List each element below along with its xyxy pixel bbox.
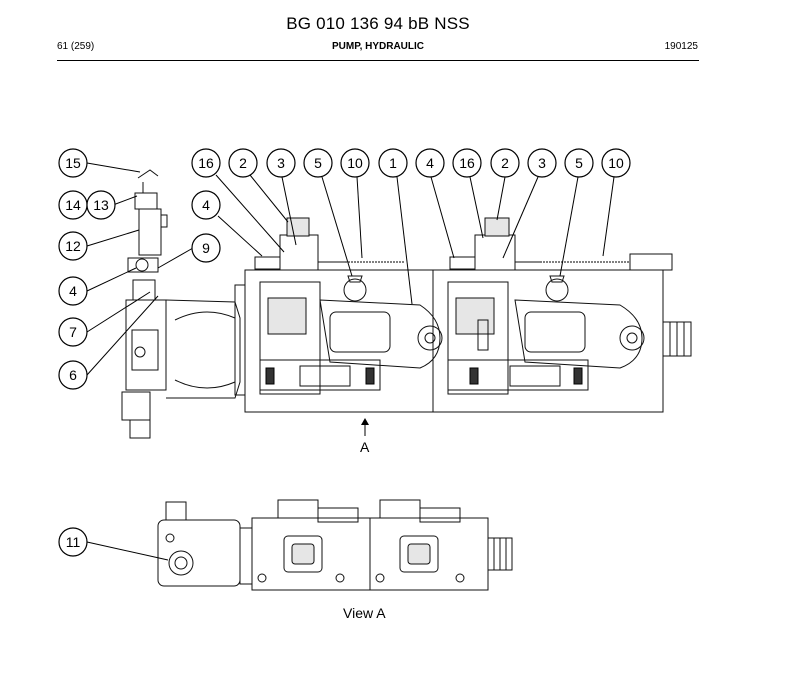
callout-6: 6 xyxy=(58,360,88,390)
svg-text:4: 4 xyxy=(202,197,210,213)
svg-text:1: 1 xyxy=(389,155,397,171)
document-title: BG 010 136 94 bB NSS xyxy=(286,14,470,33)
callout-3: 3 xyxy=(266,148,296,178)
leader-line-11 xyxy=(86,541,169,561)
callout-9: 9 xyxy=(191,233,221,263)
callout-12: 12 xyxy=(58,231,88,261)
callout-15: 15 xyxy=(58,148,88,178)
callout-4c: 4 xyxy=(191,190,221,220)
svg-text:3: 3 xyxy=(538,155,546,171)
svg-text:16: 16 xyxy=(459,155,475,171)
pump-side-view xyxy=(121,169,692,439)
callout-16: 16 xyxy=(191,148,221,178)
leader-lines-top xyxy=(86,162,615,436)
view-label: View A xyxy=(343,605,386,621)
svg-text:5: 5 xyxy=(314,155,322,171)
callout-16b: 16 xyxy=(452,148,482,178)
header-rule xyxy=(57,60,699,61)
view-arrow-label: A xyxy=(360,439,370,455)
callout-1: 1 xyxy=(378,148,408,178)
callout-5b: 5 xyxy=(564,148,594,178)
callout-10: 10 xyxy=(340,148,370,178)
svg-text:13: 13 xyxy=(93,197,109,213)
callout-2b: 2 xyxy=(490,148,520,178)
svg-text:10: 10 xyxy=(608,155,624,171)
callout-4: 4 xyxy=(58,276,88,306)
callout-11: 11 xyxy=(58,527,88,557)
svg-text:4: 4 xyxy=(69,283,77,299)
svg-text:9: 9 xyxy=(202,240,210,256)
svg-text:10: 10 xyxy=(347,155,363,171)
callout-7: 7 xyxy=(58,317,88,347)
date-code: 190125 xyxy=(664,41,698,52)
svg-text:11: 11 xyxy=(66,534,81,550)
svg-text:7: 7 xyxy=(69,324,77,340)
svg-text:3: 3 xyxy=(277,155,285,171)
callout-2: 2 xyxy=(228,148,258,178)
callout-balloons-top: 15 14 13 12 4 7 6 16 2 3 5 10 1 4 16 2 3… xyxy=(58,148,631,390)
callout-10b: 10 xyxy=(601,148,631,178)
svg-text:4: 4 xyxy=(426,155,434,171)
pump-view-a xyxy=(157,499,513,591)
callout-3b: 3 xyxy=(527,148,557,178)
svg-text:15: 15 xyxy=(65,155,81,171)
page-number: 61 (259) xyxy=(57,41,95,52)
callout-4b: 4 xyxy=(415,148,445,178)
callout-13: 13 xyxy=(86,190,116,220)
svg-text:6: 6 xyxy=(69,367,77,383)
svg-text:12: 12 xyxy=(65,238,81,254)
callout-14: 14 xyxy=(58,190,88,220)
svg-text:5: 5 xyxy=(575,155,583,171)
svg-text:14: 14 xyxy=(65,197,81,213)
svg-text:2: 2 xyxy=(501,155,509,171)
callout-5: 5 xyxy=(303,148,333,178)
section-title: PUMP, HYDRAULIC xyxy=(331,41,425,52)
svg-text:16: 16 xyxy=(198,155,214,171)
svg-text:2: 2 xyxy=(239,155,247,171)
